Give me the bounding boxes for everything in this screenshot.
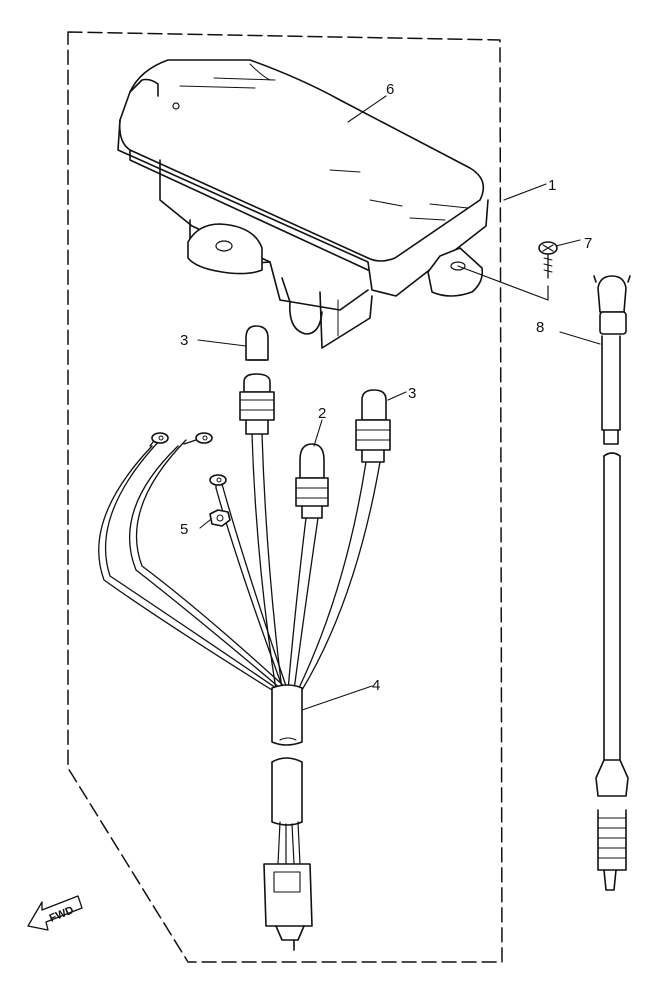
callout-1: 1 bbox=[548, 177, 556, 194]
speedometer-cable bbox=[593, 275, 631, 891]
callout-6: 6 bbox=[386, 81, 394, 98]
wire-harness bbox=[98, 373, 391, 951]
fwd-arrow: FWD bbox=[27, 895, 83, 931]
callout-2: 2 bbox=[318, 405, 326, 422]
screw-leader bbox=[457, 265, 549, 301]
callout-4: 4 bbox=[372, 677, 380, 694]
callout-leaders bbox=[197, 95, 601, 711]
meter-unit bbox=[117, 59, 489, 349]
callout-8: 8 bbox=[536, 319, 544, 336]
nut bbox=[209, 509, 231, 527]
callout-5: 5 bbox=[180, 521, 188, 538]
bulb-upper bbox=[245, 325, 269, 361]
fwd-arrow-icon bbox=[27, 895, 83, 931]
callout-7: 7 bbox=[584, 235, 592, 252]
assembly-boundary bbox=[67, 31, 503, 963]
screw bbox=[538, 241, 558, 279]
callout-3-upper: 3 bbox=[180, 332, 188, 349]
callout-3-right: 3 bbox=[408, 385, 416, 402]
